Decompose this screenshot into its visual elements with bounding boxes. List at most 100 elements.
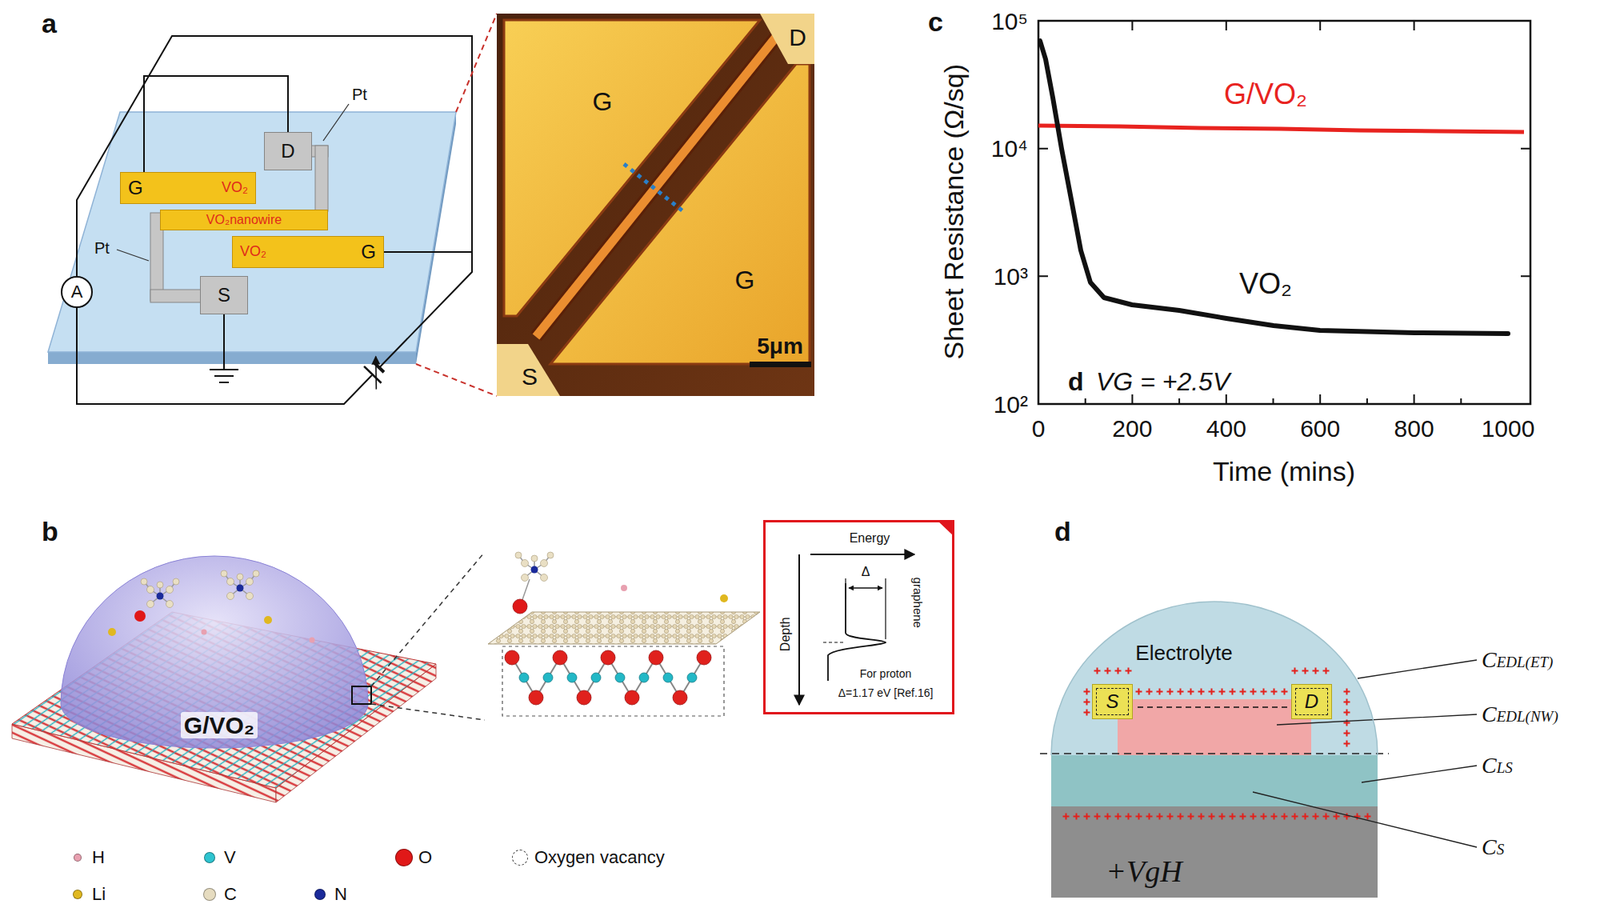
node-label: +VgH [1105, 855, 1182, 889]
afm-image [496, 344, 560, 396]
node-outline [848, 587, 883, 588]
graphene-vo2-illustration [620, 584, 628, 592]
vanadium-atom [591, 672, 601, 683]
vacancy-swatch [512, 849, 528, 866]
resistance-chart [1038, 20, 1531, 404]
legend-label: H [92, 848, 105, 868]
figure-label: CEDL(ET) [1481, 648, 1553, 672]
graphene-vo2-illustration [309, 637, 316, 644]
afm-image [760, 13, 815, 64]
node-outline [828, 583, 886, 681]
vanadium-atom [567, 672, 577, 683]
gate-pad: VO₂G [232, 236, 384, 268]
vanadium-atom [663, 672, 673, 683]
figure-label: 10² [993, 391, 1028, 418]
node-label: D [1304, 691, 1319, 712]
node-label: VO₂nanowire [206, 212, 282, 228]
node-outline [823, 641, 846, 643]
ammeter-symbol: A [60, 276, 93, 308]
figure-label: Pt [94, 239, 110, 257]
device-schematic [416, 13, 497, 396]
electrolyte-gating-sketch [1051, 755, 1378, 807]
drain-electrode: D [1291, 684, 1332, 720]
device-schematic [76, 36, 472, 276]
gate-pad: GVO₂ [120, 172, 256, 204]
device-schematic [48, 352, 416, 364]
node-label: Energy [849, 531, 891, 546]
oxygen-atom [576, 690, 592, 705]
electrolyte-gating-sketch [1117, 699, 1312, 756]
vanadium-atom [519, 672, 697, 683]
graphene-vo2-illustration [220, 570, 260, 600]
vanadium-atom [543, 672, 553, 683]
graphene-vo2-illustration [264, 616, 272, 624]
node-outline [936, 520, 955, 537]
electrolyte-gating-sketch [1081, 686, 1092, 718]
node-label: G [128, 177, 144, 199]
oxygen-atom [504, 650, 520, 665]
graphene-vo2-illustration [134, 610, 146, 622]
afm-image [496, 13, 815, 396]
figure-label: Sheet Resistance (Ω/sq) [939, 64, 969, 360]
source-pad: S [200, 276, 248, 315]
atom-swatch [395, 848, 413, 867]
wire-connector [76, 252, 472, 404]
graphene-vo2-illustration [108, 628, 116, 636]
oxygen-atom [696, 650, 712, 665]
device-schematic [150, 289, 202, 303]
resistance-chart [1038, 20, 1531, 404]
oxygen-atom [504, 650, 712, 705]
afm-image [624, 164, 684, 212]
afm-image [536, 32, 780, 337]
node-label: Δ=1.17 eV [Ref.16] [838, 687, 934, 700]
atom-swatch [203, 888, 216, 901]
legend-label: V [224, 848, 236, 868]
figure-label: 200 [1112, 415, 1152, 442]
oxygen-atom [552, 650, 568, 665]
oxygen-atom [600, 650, 616, 665]
figure-label: 1000 [1481, 415, 1536, 442]
figure-label: G [735, 266, 756, 295]
electrolyte-gating-sketch [1252, 660, 1477, 848]
device-schematic [315, 145, 328, 212]
figure-label: b [41, 516, 59, 547]
figure-label: c [928, 7, 944, 37]
node-label: D [280, 140, 295, 162]
vanadium-atom [639, 672, 649, 683]
device-schematic [209, 314, 239, 383]
resistance-chart [1038, 125, 1524, 132]
node-label: S [1105, 691, 1119, 712]
electrolyte-gating-sketch [1137, 706, 1288, 708]
figure-label: CEDL(NW) [1481, 703, 1559, 726]
figure-label: G [592, 88, 613, 116]
graphene-vo2-illustration [201, 629, 208, 636]
voltage-source-symbol [360, 356, 393, 390]
legend-label: Li [92, 884, 106, 904]
electrolyte-dome: ElectrolyteS D [1051, 601, 1378, 756]
vanadium-atom [687, 672, 697, 683]
node-outline [1051, 601, 1378, 756]
node-label: Electrolyte [1135, 641, 1232, 665]
figure-label: 0 [1032, 415, 1046, 442]
graphene-vo2-illustration [502, 646, 724, 716]
node-label: Depth [777, 617, 792, 652]
oxygen-atom [528, 690, 544, 705]
nanowire-strip: VO₂nanowire [160, 209, 328, 231]
figure-label: G/VO₂ [1224, 78, 1308, 111]
figure-label: S [521, 363, 538, 390]
graphene-vo2-illustration [488, 612, 760, 644]
electrolyte-gating-sketch [1040, 752, 1389, 755]
figure-label: Pt [352, 85, 368, 104]
resistance-chart [1040, 40, 1508, 334]
electrolyte-gating-sketch [1051, 806, 1378, 898]
electrolyte-gating-sketch [1289, 665, 1332, 676]
figure-label: 10⁴ [991, 135, 1028, 162]
figure-label: VG = +2.5V [1096, 368, 1230, 396]
node-label: G [360, 241, 376, 263]
graphene-vo2-illustration [352, 686, 372, 704]
device-schematic [48, 13, 497, 396]
graphene-vo2-illustration [140, 578, 180, 608]
node-outline [1051, 601, 1378, 756]
energy-profile-inset: EnergyDepthΔgrapheneFor protonΔ=1.17 eV … [763, 520, 955, 715]
